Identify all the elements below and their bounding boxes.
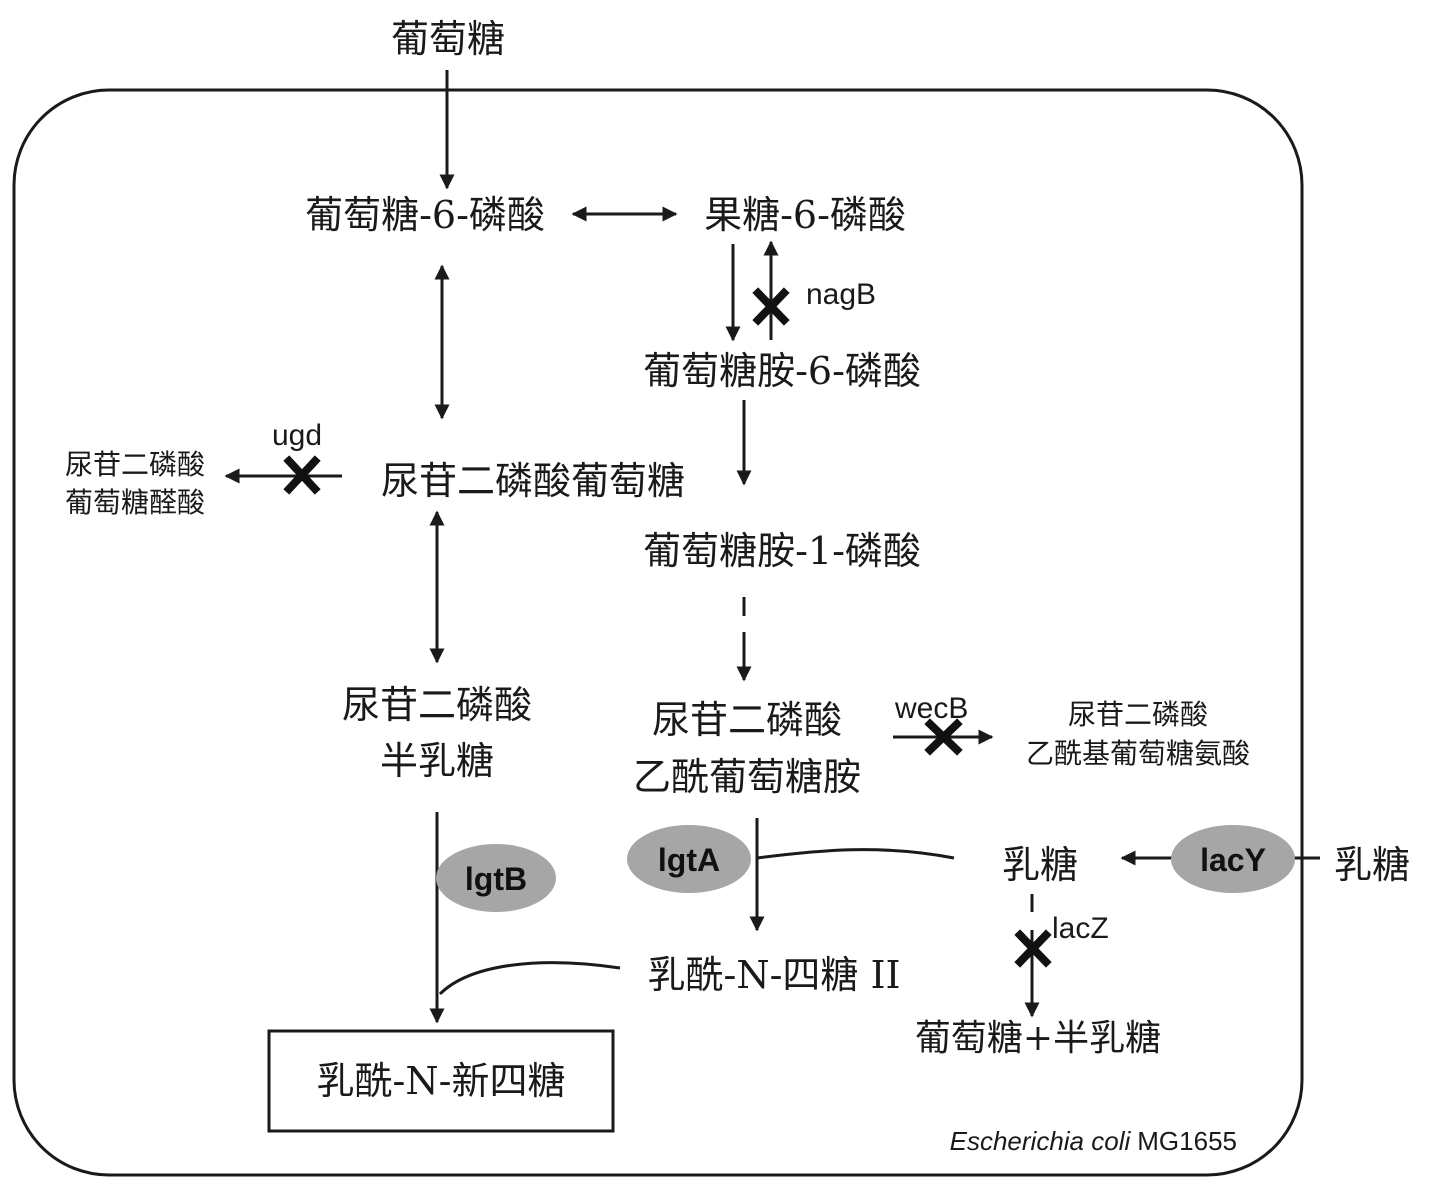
glucose-external-label: 葡萄糖 — [391, 17, 505, 61]
udp-mannac-line1: 尿苷二磷酸 — [1068, 698, 1208, 731]
glucosamine-1-phosphate-label: 葡萄糖胺-1-磷酸 — [643, 529, 921, 573]
ugd-gene-label: ugd — [272, 419, 322, 452]
knockout-ugd-icon — [283, 455, 321, 495]
udp-glucuronic-acid-line1: 尿苷二磷酸 — [65, 448, 205, 481]
lgtb-enzyme-label: lgtB — [465, 861, 527, 897]
lgta-enzyme-label: lgtA — [658, 842, 720, 878]
lactose-to-lgta-line — [756, 848, 955, 860]
udp-galactose-line2: 半乳糖 — [380, 739, 494, 783]
glucosamine-6-phosphate-label: 葡萄糖胺-6-磷酸 — [643, 349, 921, 393]
lnnt-product-box — [267, 1029, 615, 1133]
lactose-external-label: 乳糖 — [1334, 843, 1410, 887]
udp-glucuronic-acid-line2: 葡萄糖醛酸 — [65, 486, 205, 519]
udp-glcnac-line1: 尿苷二磷酸 — [652, 698, 842, 742]
lnt2-label: 乳酰-N-四糖 II — [647, 953, 900, 997]
udp-glcnac-line2: 乙酰葡萄糖胺 — [633, 755, 861, 799]
cell-boundary — [12, 88, 1304, 1177]
udp-glucose-label: 尿苷二磷酸葡萄糖 — [381, 459, 685, 503]
lgtb-enzyme-ellipse — [436, 844, 556, 912]
organism-strain: MG1655 — [1137, 1126, 1237, 1156]
lacy-enzyme-label: lacY — [1200, 842, 1266, 878]
lnnt-label: 乳酰-N-新四糖 — [317, 1059, 566, 1103]
udp-mannac-line2: 乙酰基葡萄糖氨酸 — [1026, 737, 1250, 770]
nagb-gene-label: nagB — [806, 278, 876, 311]
lactose-internal-label: 乳糖 — [1002, 843, 1078, 887]
lnt2-to-lnnt-curve — [438, 961, 621, 996]
knockout-wecb-icon — [924, 718, 963, 756]
lacy-enzyme-ellipse — [1171, 825, 1295, 893]
fructose-6-phosphate-label: 果糖-6-磷酸 — [704, 193, 906, 237]
knockout-nagb-icon — [752, 287, 790, 326]
glucose-6-phosphate-label: 葡萄糖-6-磷酸 — [305, 193, 545, 237]
lacz-gene-label: lacZ — [1052, 912, 1109, 945]
udp-galactose-line1: 尿苷二磷酸 — [342, 683, 532, 727]
lgta-enzyme-ellipse — [627, 825, 751, 893]
knockout-lacz-icon — [1014, 929, 1052, 968]
glucose-plus-galactose-label: 葡萄糖+半乳糖 — [915, 1018, 1161, 1059]
organism-species: Escherichia coli — [950, 1126, 1132, 1156]
